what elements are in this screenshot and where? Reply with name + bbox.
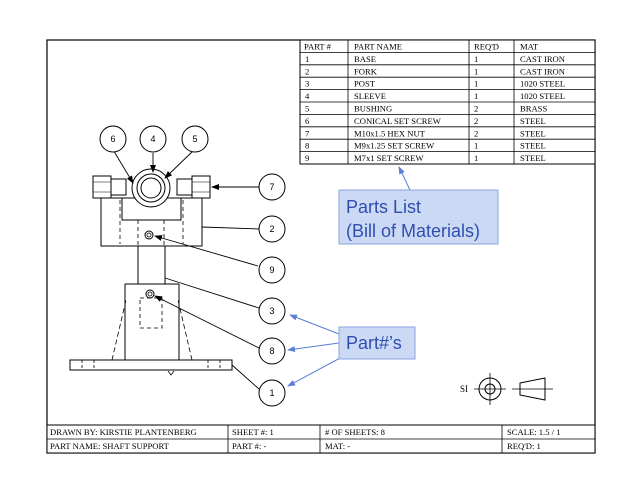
parts-list-table: PART # PART NAME REQ'D MAT 1 BASE 1 CAST… bbox=[299, 39, 596, 165]
part-numbers-callout-label: Part#’s bbox=[346, 333, 402, 353]
bom-cell: 1020 STEEL bbox=[520, 79, 565, 89]
balloon-9-label: 9 bbox=[269, 265, 274, 275]
title-block-scale: SCALE: 1.5 / 1 bbox=[507, 427, 560, 437]
parts-list-callout: Parts List (Bill of Materials) bbox=[338, 166, 499, 245]
part-numbers-callout-box bbox=[338, 326, 416, 360]
set-screw-8 bbox=[145, 289, 155, 299]
title-block-mat: MAT: - bbox=[325, 441, 350, 451]
title-block-part-num: PART #: - bbox=[232, 441, 266, 451]
balloon-2-label: 2 bbox=[269, 224, 274, 234]
bom-cell: 8 bbox=[305, 141, 309, 151]
bom-cell: STEEL bbox=[520, 153, 546, 163]
bom-cell: 2 bbox=[474, 104, 478, 114]
bom-cell: 2 bbox=[474, 116, 478, 126]
balloon-4 bbox=[139, 125, 167, 153]
sleeve-outer bbox=[131, 168, 171, 208]
bom-cell: BASE bbox=[354, 54, 376, 64]
bom-cell: 1020 STEEL bbox=[520, 91, 565, 101]
balloon-1-label: 1 bbox=[269, 388, 274, 398]
set-screw-9 bbox=[144, 230, 154, 240]
bom-cell: CONICAL SET SCREW bbox=[354, 116, 442, 126]
part-balloons: 6 4 5 7 2 9 3 8 1 bbox=[99, 125, 286, 407]
bom-cell: M10x1.5 HEX NUT bbox=[354, 128, 426, 138]
bom-cell: 1 bbox=[474, 141, 478, 151]
balloon-3 bbox=[258, 297, 286, 325]
balloon-1 bbox=[258, 379, 286, 407]
balloon-6-label: 6 bbox=[110, 134, 115, 144]
bom-cell: 1 bbox=[305, 54, 309, 64]
balloon-8-label: 8 bbox=[269, 346, 274, 356]
bom-header-part-name: PART NAME bbox=[354, 42, 402, 52]
post bbox=[137, 245, 166, 285]
base-column bbox=[124, 284, 180, 360]
shaft-support-assembly bbox=[69, 168, 233, 376]
title-block-reqd: REQ'D: 1 bbox=[507, 441, 541, 451]
bom-cell: 2 bbox=[474, 128, 478, 138]
balloon-5 bbox=[181, 125, 209, 153]
title-block-part-name: PART NAME: SHAFT SUPPORT bbox=[50, 441, 170, 451]
balloon-7 bbox=[258, 173, 286, 201]
title-block-drawn-by: DRAWN BY: KIRSTIE PLANTENBERG bbox=[50, 427, 197, 437]
balloon-9 bbox=[258, 256, 286, 284]
title-block-sheet: SHEET #: 1 bbox=[232, 427, 274, 437]
balloon-3-label: 3 bbox=[269, 306, 274, 316]
bom-cell: 1 bbox=[474, 79, 478, 89]
bom-cell: SLEEVE bbox=[354, 91, 386, 101]
bom-cell: STEEL bbox=[520, 128, 546, 138]
bom-cell: 9 bbox=[305, 153, 309, 163]
balloon-6 bbox=[99, 125, 127, 153]
balloon-5-label: 5 bbox=[192, 134, 197, 144]
parts-list-callout-line2: (Bill of Materials) bbox=[346, 221, 480, 241]
left-hex-nut bbox=[92, 175, 112, 199]
bom-cell: POST bbox=[354, 79, 376, 89]
title-block-num-sheets: # OF SHEETS: 8 bbox=[325, 427, 385, 437]
bom-header-mat: MAT bbox=[520, 42, 539, 52]
parts-list-callout-box bbox=[338, 189, 499, 245]
bom-cell: 6 bbox=[305, 116, 310, 126]
right-hex-nut bbox=[191, 175, 211, 199]
title-block: DRAWN BY: KIRSTIE PLANTENBERG SHEET #: 1… bbox=[46, 424, 596, 454]
bom-cell: M9x1.25 SET SCREW bbox=[354, 141, 435, 151]
bom-cell: BRASS bbox=[520, 104, 547, 114]
parts-list-callout-line1: Parts List bbox=[346, 197, 421, 217]
bom-cell: 1 bbox=[474, 91, 478, 101]
bom-cell: FORK bbox=[354, 66, 378, 76]
balloon-7-label: 7 bbox=[269, 182, 274, 192]
bom-cell: 1 bbox=[474, 54, 478, 64]
bom-cell: 2 bbox=[305, 66, 309, 76]
bom-cell: 1 bbox=[474, 153, 478, 163]
bom-cell: STEEL bbox=[520, 116, 546, 126]
bom-cell: 3 bbox=[305, 79, 309, 89]
bom-cell: 7 bbox=[305, 128, 310, 138]
bom-header-reqd: REQ'D bbox=[474, 42, 499, 52]
bom-cell: 1 bbox=[474, 66, 478, 76]
third-angle-projection-symbol: SI bbox=[460, 373, 553, 405]
balloon-4-label: 4 bbox=[150, 134, 155, 144]
sleeve-inner bbox=[140, 177, 162, 199]
bom-cell: STEEL bbox=[520, 141, 546, 151]
bom-cell: M7x1 SET SCREW bbox=[354, 153, 424, 163]
leader-lines bbox=[111, 147, 260, 390]
bom-cell: CAST IRON bbox=[520, 66, 566, 76]
balloon-8 bbox=[258, 337, 286, 365]
balloon-2 bbox=[258, 215, 286, 243]
part-numbers-callout: Part#’s bbox=[287, 314, 416, 387]
sleeve-mid bbox=[136, 173, 166, 203]
bom-cell: 4 bbox=[305, 91, 310, 101]
bom-header-part-num: PART # bbox=[304, 42, 332, 52]
bom-cell: CAST IRON bbox=[520, 54, 566, 64]
bom-cell: 5 bbox=[305, 104, 309, 114]
bom-cell: BUSHING bbox=[354, 104, 392, 114]
projection-symbol-label: SI bbox=[460, 384, 468, 394]
